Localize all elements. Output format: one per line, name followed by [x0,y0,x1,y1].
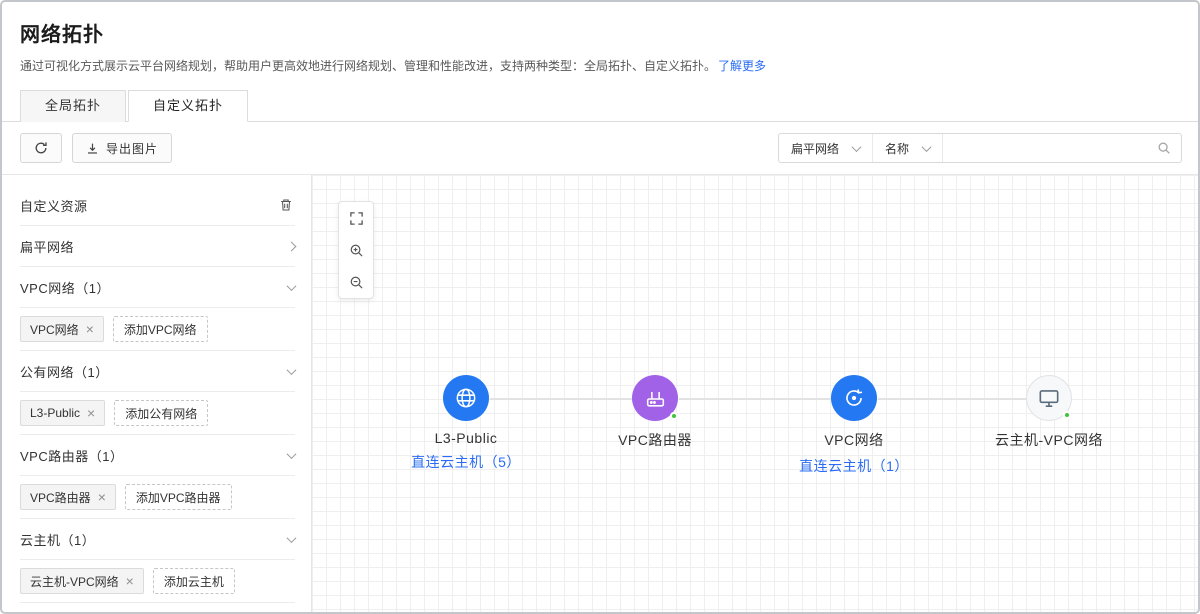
add-public-network-button[interactable]: 添加公有网络 [114,400,209,426]
clear-resources-button[interactable] [277,196,295,214]
chevron-down-icon [286,280,297,291]
status-online-dot [670,412,678,420]
trash-icon [279,198,293,212]
vm-node-circle[interactable] [1026,375,1072,421]
resource-tag-vm[interactable]: 云主机-VPC网络 × [20,568,144,594]
sidebar-group-vpc-network[interactable]: VPC网络（1） [20,267,297,308]
tab-custom-topology[interactable]: 自定义拓扑 [128,90,249,122]
chevron-down-icon [286,364,297,375]
group-label: 公有网络（1） [20,364,109,380]
tag-label: VPC网络 [30,322,79,337]
custom-resource-panel: 自定义资源 扁平网络 VPC网络（1） VPC网络 × [2,175,312,612]
node-vpc-network: VPC网络 直连云主机（1） [764,375,944,476]
globe-icon [453,385,479,411]
refresh-icon [34,141,48,155]
connected-vms-link[interactable]: 直连云主机（1） [799,458,909,474]
topology-edge [878,398,1026,400]
close-icon[interactable]: × [87,405,96,421]
node-label: 云主机-VPC网络 [995,432,1103,448]
fit-screen-icon [349,211,364,226]
group-label: 扁平网络 [20,239,75,255]
public-network-node-circle[interactable] [443,375,489,421]
chevron-right-icon [286,241,297,251]
group-label: 云主机（1） [20,532,96,548]
zoom-out-button[interactable] [339,266,373,298]
main-content: 自定义资源 扁平网络 VPC网络（1） VPC网络 × [2,175,1198,612]
public-network-chips: L3-Public × 添加公有网络 [20,392,295,435]
topology-tabs: 全局拓扑 自定义拓扑 [2,90,1198,122]
close-icon[interactable]: × [97,489,106,505]
status-online-dot [1063,411,1071,419]
node-vpc-router: VPC路由器 [565,375,745,450]
add-vpc-network-button[interactable]: 添加VPC网络 [112,316,208,342]
resource-tag-vpc-router[interactable]: VPC路由器 × [20,484,116,510]
network-type-value: 扁平网络 [791,141,840,156]
zoom-controls [338,201,374,299]
tag-label: 云主机-VPC网络 [30,574,119,589]
topology-edge [490,398,632,400]
node-label: VPC路由器 [618,432,692,448]
vpc-network-icon [841,385,867,411]
custom-resource-header: 自定义资源 [20,185,295,226]
vpc-router-node-circle[interactable] [632,375,678,421]
search-icon[interactable] [1157,141,1181,155]
tag-label: VPC路由器 [30,490,91,505]
group-label: VPC路由器（1） [20,448,124,464]
topology-canvas[interactable]: L3-Public 直连云主机（5） VPC路由器 VPC [312,175,1198,612]
custom-resource-title: 自定义资源 [20,198,88,214]
export-image-label: 导出图片 [106,141,159,156]
search-field-select[interactable]: 名称 [873,134,944,162]
chevron-down-icon [286,532,297,543]
search-field-value: 名称 [885,141,910,156]
node-label: L3-Public [434,430,498,446]
add-vpc-router-button[interactable]: 添加VPC路由器 [124,484,232,510]
refresh-button[interactable] [20,133,62,163]
tab-global-topology[interactable]: 全局拓扑 [20,90,127,122]
close-icon[interactable]: × [85,321,94,337]
sidebar-group-vm[interactable]: 云主机（1） [20,519,297,560]
network-type-select[interactable]: 扁平网络 [779,134,874,162]
resource-tag-vpc-network[interactable]: VPC网络 × [20,316,104,342]
download-icon [86,142,99,155]
vpc-network-node-circle[interactable] [831,375,877,421]
monitor-icon [1036,385,1062,411]
node-vm: 云主机-VPC网络 [959,375,1139,450]
topology-edge [679,398,831,400]
zoom-in-button[interactable] [339,234,373,266]
sidebar-group-public-network[interactable]: 公有网络（1） [20,351,297,392]
group-label: VPC网络（1） [20,280,110,296]
node-l3-public: L3-Public 直连云主机（5） [376,375,556,472]
vm-chips: 云主机-VPC网络 × 添加云主机 [20,560,295,603]
zoom-in-icon [349,243,364,258]
zoom-out-icon [349,275,364,290]
connected-vms-link[interactable]: 直连云主机（5） [411,454,521,470]
toolbar: 导出图片 扁平网络 名称 [2,122,1198,175]
close-icon[interactable]: × [125,573,134,589]
learn-more-link[interactable]: 了解更多 [718,59,767,73]
chevron-down-icon [286,448,297,459]
fit-screen-button[interactable] [339,202,373,234]
page-header: 网络拓扑 通过可视化方式展示云平台网络规划，帮助用户更高效地进行网络规划、管理和… [2,2,1198,74]
page-description: 通过可视化方式展示云平台网络规划，帮助用户更高效地进行网络规划、管理和性能改进，… [20,59,717,73]
page-title: 网络拓扑 [20,24,104,46]
search-filter-bar: 扁平网络 名称 [778,133,1182,163]
chevron-down-icon [851,141,862,152]
resource-tag-l3-public[interactable]: L3-Public × [20,400,106,426]
add-vm-button[interactable]: 添加云主机 [152,568,235,594]
sidebar-group-flat-network[interactable]: 扁平网络 [20,226,297,267]
tag-label: L3-Public [30,406,81,420]
router-icon [643,386,668,411]
vpc-router-chips: VPC路由器 × 添加VPC路由器 [20,476,295,519]
export-image-button[interactable]: 导出图片 [72,133,173,163]
search-input[interactable] [943,134,1157,162]
sidebar-group-vpc-router[interactable]: VPC路由器（1） [20,435,297,476]
chevron-down-icon [921,141,932,152]
vpc-network-chips: VPC网络 × 添加VPC网络 [20,308,295,351]
node-label: VPC网络 [824,432,884,448]
